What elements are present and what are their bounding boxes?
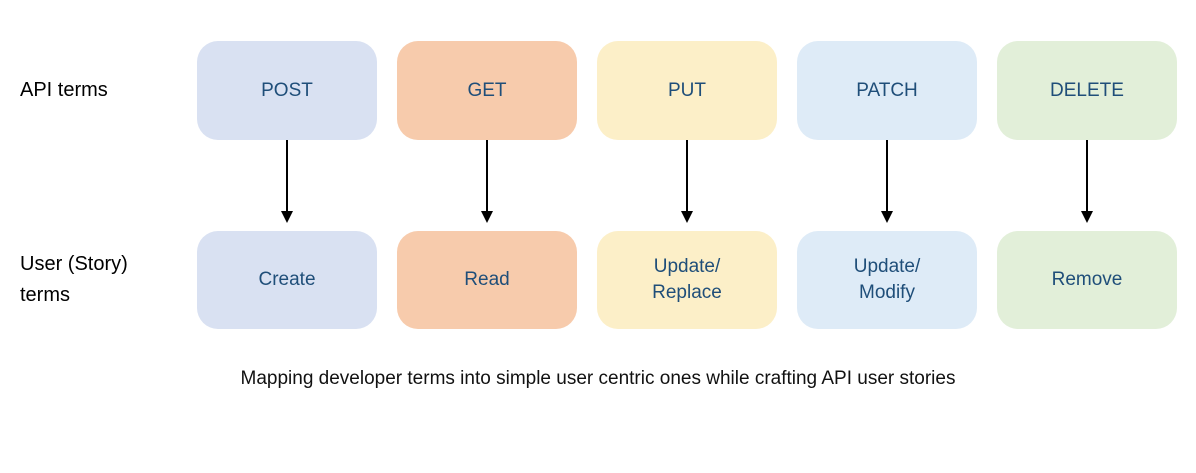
mapping-arrow-get-read [481,140,493,223]
api-term-box-patch: PATCH [797,41,977,140]
mapping-arrow-post-create [281,140,293,223]
arrow-head-icon [481,211,493,223]
arrow-head-icon [681,211,693,223]
api-term-box-delete: DELETE [997,41,1177,140]
arrow-row-spacer [0,140,177,231]
arrow-shaft [886,140,888,211]
arrow-head-icon [881,211,893,223]
user-terms-label: User (Story) terms [20,253,128,306]
mapping-arrow-put-update [681,140,693,223]
mapping-arrow-patch-update [881,140,893,223]
arrow-head-icon [1081,211,1093,223]
arrow-shaft [686,140,688,211]
user-terms-row: User (Story) terms Create Read Update/ R… [0,231,1196,329]
arrow-shaft [1086,140,1088,211]
user-term-box-remove: Remove [997,231,1177,329]
api-terms-row: API terms POST GET PUT PATCH DELETE [0,41,1196,140]
arrows-row [0,140,1196,231]
user-term-box-read: Read [397,231,577,329]
mapping-arrow-delete-remove [1081,140,1093,223]
api-term-box-post: POST [197,41,377,140]
api-term-box-put: PUT [597,41,777,140]
user-term-box-update-replace: Update/ Replace [597,231,777,329]
arrow-shaft [486,140,488,211]
user-term-box-create: Create [197,231,377,329]
api-terms-label: API terms [20,79,108,101]
caption: Mapping developer terms into simple user… [240,368,956,389]
arrow-head-icon [281,211,293,223]
diagram-canvas: API terms POST GET PUT PATCH DELETE User… [0,41,1196,473]
arrow-shaft [286,140,288,211]
user-term-box-update-modify: Update/ Modify [797,231,977,329]
api-term-box-get: GET [397,41,577,140]
